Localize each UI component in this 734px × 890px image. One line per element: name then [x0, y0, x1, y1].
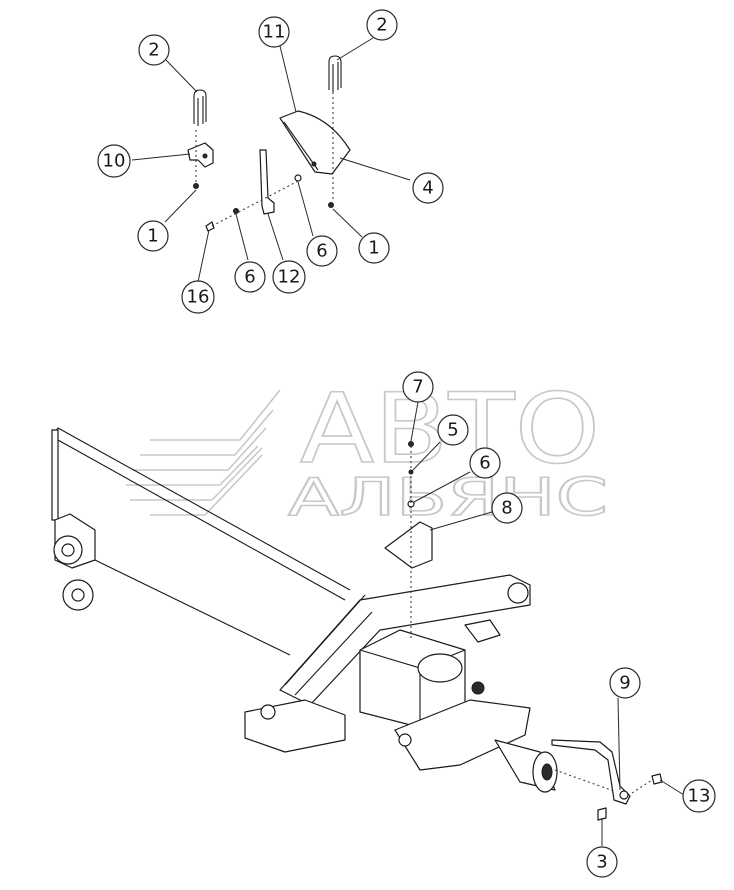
callout-12: 7 — [402, 371, 434, 403]
bolt-part-3 — [597, 807, 607, 821]
callout-17-label: 13 — [688, 786, 711, 807]
callout-3: 2 — [366, 9, 398, 41]
callout-11-label: 16 — [187, 287, 210, 308]
lever-arm-part-9 — [551, 739, 631, 805]
bracket-part-8 — [384, 521, 433, 569]
watermark: АВТО АЛЬЯНС — [126, 372, 609, 529]
callout-10-circle — [272, 260, 306, 294]
callout-1-circle — [138, 34, 170, 66]
callout-1-label: 2 — [148, 40, 159, 61]
callout-17-circle — [682, 779, 716, 813]
callout-4-label: 10 — [103, 151, 126, 172]
nut-part-7 — [408, 441, 414, 447]
callout-8-label: 6 — [244, 267, 255, 288]
callout-2-circle — [258, 16, 290, 48]
nut-left — [193, 183, 199, 189]
callout-12-label: 7 — [412, 377, 423, 398]
nut-right — [328, 202, 334, 208]
callout-7: 1 — [358, 232, 390, 264]
frame-base — [244, 699, 346, 753]
shaft-end — [541, 763, 553, 781]
gearbox-cover — [417, 653, 463, 683]
callout-6: 1 — [137, 220, 169, 252]
bracket-part-10 — [187, 142, 214, 168]
callout-2: 11 — [258, 16, 290, 48]
axis-nut — [631, 779, 653, 794]
callout-18: 3 — [586, 846, 618, 878]
left-arm-line — [94, 559, 291, 656]
shield-edge — [283, 121, 319, 171]
callout-11: 16 — [181, 280, 215, 314]
callout-6-circle — [137, 220, 169, 252]
callout-3-circle — [366, 9, 398, 41]
callout-15-label: 8 — [501, 498, 512, 519]
lever-arm-hole — [619, 790, 629, 800]
callout-8: 6 — [234, 261, 266, 293]
lever-part-12 — [259, 149, 275, 215]
shield-hole — [311, 161, 317, 167]
frame-pivot — [507, 582, 529, 604]
callout-5: 4 — [412, 172, 444, 204]
callout-12-circle — [402, 371, 434, 403]
gearbox-nut — [471, 681, 485, 695]
upper-parts-group — [187, 55, 351, 232]
left-wheel-upper-hub — [61, 543, 75, 557]
callout-5-label: 4 — [422, 178, 433, 199]
callout-9: 6 — [306, 235, 338, 267]
callout-15: 8 — [491, 492, 523, 524]
frame-base-hole — [260, 704, 276, 720]
axis-cross — [211, 179, 301, 227]
callout-18-circle — [586, 846, 618, 878]
watermark-line-2: АЛЬЯНС — [288, 468, 608, 528]
main-frame — [279, 574, 531, 706]
callout-10: 12 — [272, 260, 306, 294]
frame-lug — [464, 619, 501, 643]
left-wheel-lower-hub — [71, 588, 85, 602]
callout-13-circle — [437, 414, 469, 446]
washer-left — [233, 208, 239, 214]
bracket-hole — [202, 153, 208, 159]
callout-9-label: 6 — [316, 241, 327, 262]
callout-16: 9 — [609, 667, 641, 699]
u-bolt-right — [328, 55, 342, 92]
callout-4: 10 — [97, 144, 131, 178]
lower-assembly-group — [51, 427, 663, 821]
callout-14-label: 6 — [479, 453, 490, 474]
callout-18-label: 3 — [596, 852, 607, 873]
callout-11-circle — [181, 280, 215, 314]
u-bolt-left — [193, 89, 207, 126]
callout-15-circle — [491, 492, 523, 524]
plate-hole — [398, 733, 412, 747]
callout-5-circle — [412, 172, 444, 204]
callout-13: 5 — [437, 414, 469, 446]
callout-14: 6 — [469, 447, 501, 479]
callout-7-label: 1 — [368, 238, 379, 259]
leader-lines — [131, 37, 685, 846]
callout-17: 13 — [682, 779, 716, 813]
callout-1: 2 — [138, 34, 170, 66]
callout-9-circle — [306, 235, 338, 267]
callout-6-label: 1 — [147, 226, 158, 247]
callout-2-label: 11 — [263, 22, 286, 43]
callout-8-circle — [234, 261, 266, 293]
bolt-part-16 — [205, 221, 215, 232]
mounting-plate — [394, 699, 531, 771]
nut-part-13 — [651, 773, 663, 785]
left-mount-plate — [51, 429, 59, 521]
callout-3-label: 2 — [376, 15, 387, 36]
callout-13-label: 5 — [447, 420, 458, 441]
watermark-logo-icon — [126, 389, 281, 516]
frame-edges — [284, 594, 373, 696]
callout-14-circle — [469, 447, 501, 479]
callout-10-label: 12 — [278, 267, 301, 288]
callout-16-label: 9 — [619, 673, 630, 694]
callout-7-circle — [358, 232, 390, 264]
callout-4-circle — [97, 144, 131, 178]
callout-16-circle — [609, 667, 641, 699]
washer-right — [294, 174, 302, 182]
